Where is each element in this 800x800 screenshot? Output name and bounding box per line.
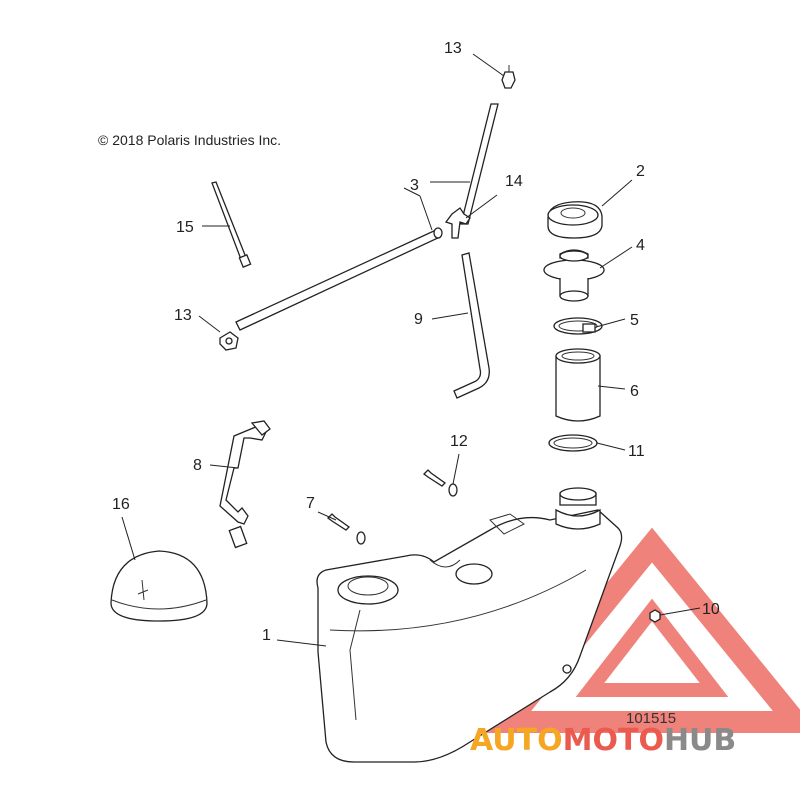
callout-5: 5	[630, 312, 639, 329]
part-7-bolt	[327, 513, 366, 545]
callout-13-top: 13	[444, 40, 462, 57]
part-10-nut	[649, 609, 661, 623]
diagram-id: 101515	[626, 710, 676, 727]
callout-15: 15	[176, 219, 194, 236]
part-2-fuel-cap	[547, 201, 603, 239]
part-14-tee-fitting	[444, 207, 471, 239]
callout-16: 16	[112, 496, 130, 513]
callout-6: 6	[630, 383, 639, 400]
part-3-vent-hose-vertical	[460, 103, 499, 225]
part-12-bolt	[423, 469, 458, 497]
tank-fastener	[562, 664, 572, 674]
part-9-drain-hose	[453, 252, 490, 399]
part-16-dome-cover	[110, 550, 208, 622]
callout-2: 2	[636, 163, 645, 180]
callout-12: 12	[450, 433, 468, 450]
watermark-brand: AUTOMOTOHUB	[470, 723, 736, 758]
brand-hub: HUB	[664, 723, 736, 758]
part-1-fuel-tank	[316, 487, 623, 763]
part-3-vent-hose-diagonal	[235, 227, 443, 331]
part-13-lower-clip	[219, 331, 239, 351]
callout-8: 8	[193, 457, 202, 474]
leader-lines	[121, 53, 701, 647]
brand-moto: MOTO	[563, 723, 664, 758]
callout-numbers: 13 3 14 15 2 4 5 6 11 13 9 8 12 7 16 1 1…	[112, 40, 720, 644]
callout-11: 11	[628, 443, 645, 460]
part-4-filler-neck	[543, 249, 605, 302]
callout-10: 10	[702, 601, 720, 618]
callout-14: 14	[505, 173, 523, 190]
callout-4: 4	[636, 237, 645, 254]
callout-1: 1	[262, 627, 271, 644]
part-11-hose-clamp	[548, 434, 598, 452]
part-15-strap	[211, 181, 252, 268]
callout-7: 7	[306, 495, 315, 512]
callout-3: 3	[410, 177, 419, 194]
part-8-fuel-line	[219, 420, 271, 549]
callout-9: 9	[414, 311, 423, 328]
brand-auto: AUTO	[470, 723, 563, 758]
copyright-notice: © 2018 Polaris Industries Inc.	[98, 132, 282, 148]
part-6-filler-hose	[555, 348, 601, 422]
callout-13-lower: 13	[174, 307, 192, 324]
part-13-top-clip	[501, 65, 516, 89]
part-5-hose-clamp	[553, 317, 603, 335]
